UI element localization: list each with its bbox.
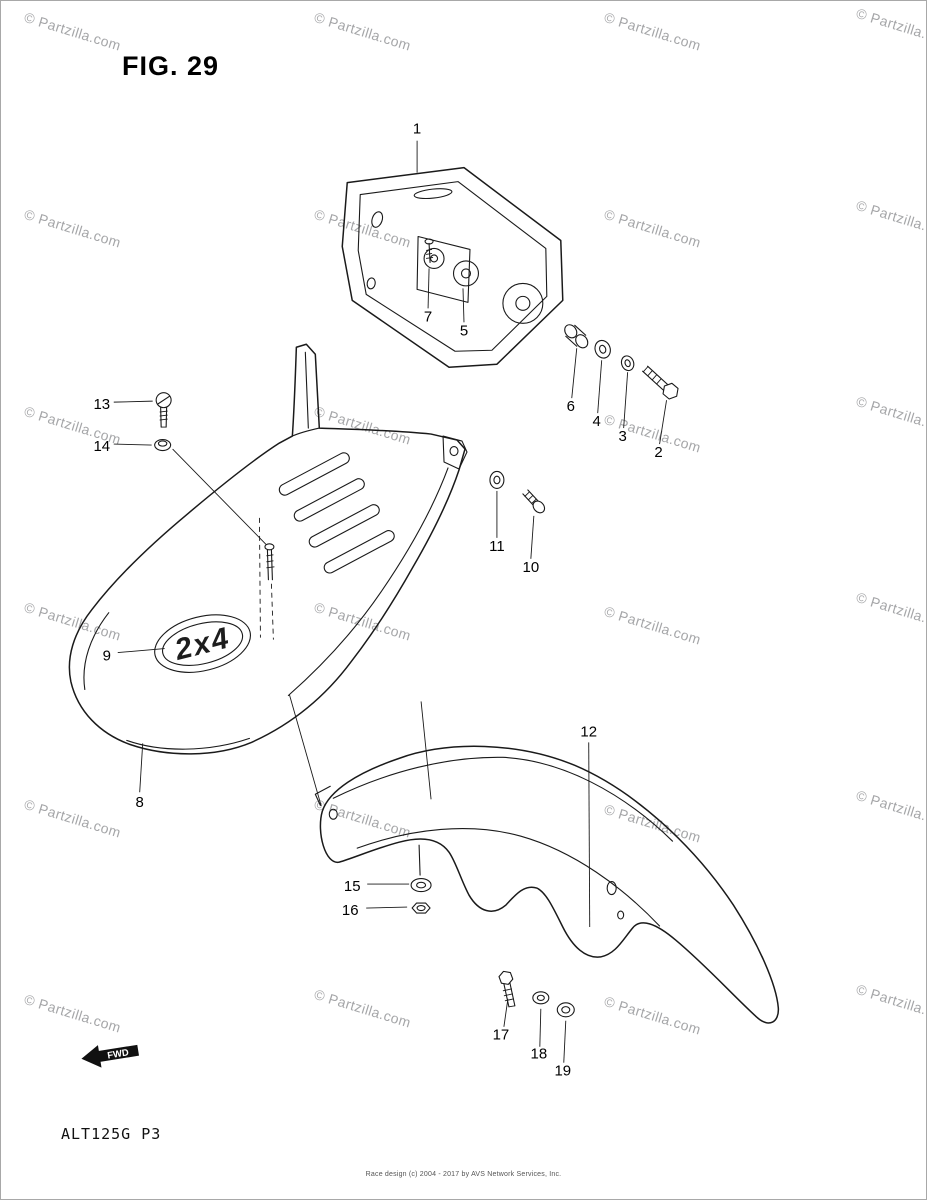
part-19-nut bbox=[556, 1002, 575, 1018]
figure-title: FIG. 29 bbox=[122, 51, 220, 81]
callout-12: 12 bbox=[580, 723, 597, 740]
part-12-rear-fender bbox=[314, 745, 780, 1024]
callout-14: 14 bbox=[93, 438, 110, 455]
part-16-nut bbox=[411, 902, 431, 914]
part-3-washer bbox=[620, 355, 635, 372]
part-7-screw bbox=[424, 238, 434, 263]
part-13-screw bbox=[155, 392, 172, 428]
callout-13: 13 bbox=[93, 396, 110, 413]
part-14-nut bbox=[154, 439, 172, 452]
fwd-arrow: FWD bbox=[81, 1044, 140, 1068]
callout-4: 4 bbox=[593, 413, 601, 430]
model-code: ALT125G P3 bbox=[61, 1125, 162, 1143]
callout-2: 2 bbox=[654, 444, 662, 461]
fender-vent-slots bbox=[278, 452, 395, 574]
callout-1: 1 bbox=[413, 121, 421, 138]
part-4-washer bbox=[594, 339, 611, 359]
fender-mount-screw bbox=[264, 543, 275, 581]
part-9-emblem: 2x4 bbox=[154, 614, 251, 673]
callout-17: 17 bbox=[493, 1027, 510, 1044]
part-17-bolt bbox=[498, 970, 516, 1008]
part-11-washer bbox=[489, 470, 505, 489]
projection-lines bbox=[288, 694, 432, 807]
part-10-screw bbox=[522, 489, 546, 514]
callout-7: 7 bbox=[424, 308, 432, 325]
part-2-bolt bbox=[642, 365, 679, 400]
fwd-arrow-label: FWD bbox=[107, 1047, 130, 1061]
leader-lines bbox=[113, 140, 667, 1063]
footer-note: Race design (c) 2004 - 2017 by AVS Netwo… bbox=[365, 1171, 562, 1178]
callout-11: 11 bbox=[489, 538, 505, 555]
part-15-washer bbox=[410, 878, 432, 893]
fender-bracket bbox=[442, 435, 468, 470]
callout-18: 18 bbox=[531, 1046, 548, 1063]
callout-15: 15 bbox=[344, 878, 361, 895]
callout-16: 16 bbox=[342, 902, 359, 919]
part-8-front-fender: 2x4 bbox=[68, 343, 468, 755]
callout-6: 6 bbox=[567, 398, 575, 415]
part-1-housing bbox=[341, 166, 564, 368]
part-18-washer bbox=[532, 991, 550, 1005]
callout-10: 10 bbox=[523, 559, 540, 576]
part-6-spacer bbox=[564, 324, 589, 349]
callout-3: 3 bbox=[618, 428, 626, 445]
emblem-text: 2x4 bbox=[171, 621, 234, 667]
callout-19: 19 bbox=[554, 1063, 571, 1080]
callout-9: 9 bbox=[103, 648, 111, 665]
callout-5: 5 bbox=[460, 322, 468, 339]
callout-labels: 1 7 5 6 4 3 2 13 14 11 10 9 8 12 15 16 1… bbox=[93, 121, 662, 1080]
callout-8: 8 bbox=[136, 794, 144, 811]
